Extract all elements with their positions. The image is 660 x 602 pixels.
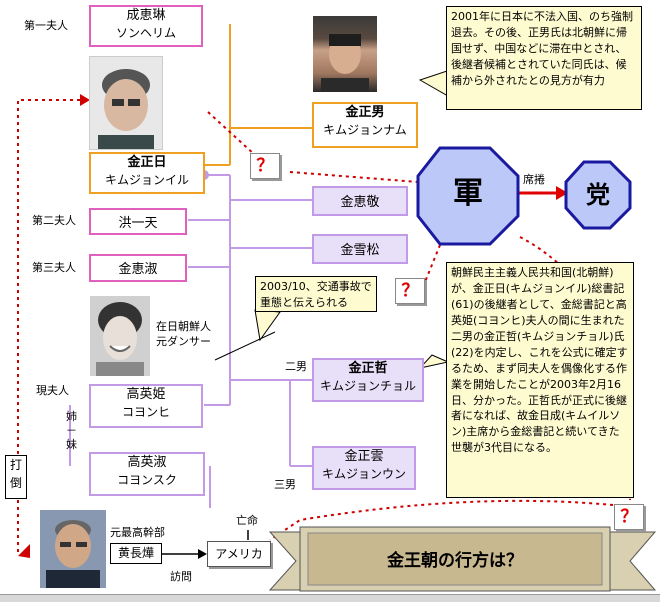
- visit-arrowhead-icon: [198, 549, 207, 559]
- exile-label: 亡命: [236, 514, 258, 527]
- jongchol-note: 朝鮮民主主義人民共和国(北朝鮮)が、金正日(キムジョンイル)総書記(61)の後継…: [446, 262, 634, 498]
- jongnam-box: 金正男 キムジョンナム: [312, 102, 418, 148]
- seize-label: 席捲: [523, 173, 545, 186]
- dotted-arrowhead-icon: [80, 94, 90, 106]
- second-wife-box: 洪一天: [89, 208, 187, 235]
- first-wife-name: 成恵琳: [126, 8, 166, 23]
- jongun-box: 金正雲 キムジョンウン: [312, 446, 416, 490]
- second-son-label: 二男: [285, 360, 307, 373]
- jongil-photo: [89, 56, 163, 150]
- jongil-name: 金正日: [127, 155, 167, 170]
- jongil-kana: キムジョンイル: [104, 172, 189, 187]
- dancer-photo: [90, 296, 150, 376]
- jongun-kana: キムジョンウン: [321, 466, 406, 481]
- jongchol-name: 金正哲: [348, 361, 388, 376]
- accident-note: 2003/10、交通事故で重態と伝えられる: [255, 276, 377, 312]
- lavender-connector: [188, 174, 312, 508]
- jongnam-photo: [313, 16, 377, 92]
- third-wife-label: 第三夫人: [32, 261, 76, 274]
- party-octagon: [564, 160, 632, 230]
- current-wife-label: 現夫人: [36, 384, 69, 397]
- jongil-box: 金正日 キムジョンイル: [89, 152, 205, 194]
- third-wife-box: 金恵淑: [89, 254, 187, 282]
- third-son-label: 三男: [274, 478, 296, 491]
- bottom-strip: [0, 594, 660, 602]
- second-wife-name: 洪一天: [118, 216, 158, 231]
- jongchol-box: 金正哲 キムジョンチョル: [312, 358, 424, 402]
- current-wife-kana: コヨンヒ: [121, 404, 170, 419]
- party-node-label: 党: [586, 181, 610, 209]
- red-arrow-icon: [556, 186, 568, 200]
- second-wife-label: 第二夫人: [32, 214, 76, 227]
- jongnam-kana: キムジョンナム: [323, 122, 407, 137]
- first-wife-box: 成恵琳 ソンヘリム: [89, 5, 203, 47]
- military-node-label: 軍: [453, 176, 483, 211]
- banner-title: 金王朝の行方は？: [387, 551, 523, 571]
- jongun-name: 金正雲: [344, 449, 384, 464]
- hwang-name: 黄長燁: [117, 546, 154, 560]
- question-mark-icon: ？: [250, 153, 280, 179]
- hwang-title: 元最高幹部: [110, 526, 165, 539]
- first-wife-label: 第一夫人: [24, 19, 68, 32]
- jongchol-kana: キムジョンチョル: [319, 378, 416, 393]
- hyegyong-name: 金恵敬: [340, 195, 380, 210]
- jongnam-name: 金正男: [345, 105, 385, 120]
- america-name: アメリカ: [215, 547, 263, 561]
- jongil-portrait-icon: [98, 69, 154, 149]
- question-mark-icon: ？: [614, 504, 644, 530]
- seolsong-box: 金雪松: [312, 234, 408, 264]
- sisters-label: 姉 － 妹: [66, 410, 77, 451]
- current-wife-box: 高英姫 コヨンヒ: [89, 384, 203, 428]
- jongnam-portrait-icon: [321, 34, 369, 92]
- hyegyong-box: 金恵敬: [312, 186, 408, 216]
- hwang-photo: [40, 510, 106, 588]
- jongchol-note-tail: [418, 354, 450, 369]
- jongnam-note: 2001年に日本に不法入国、のち強制退去。その後、正男氏は北朝鮮に帰国せず、中国…: [446, 6, 642, 110]
- military-octagon: [416, 146, 520, 246]
- dancer-pointer: [214, 331, 276, 361]
- sister-kana: コヨンスク: [117, 472, 177, 487]
- visit-label: 訪問: [170, 570, 192, 583]
- hwang-portrait-icon: [46, 520, 100, 588]
- overthrow-arrowhead-icon: [18, 544, 30, 558]
- orange-connector: [205, 24, 312, 166]
- america-box: アメリカ: [207, 541, 271, 567]
- third-wife-name: 金恵淑: [118, 262, 158, 277]
- sister-name: 高英淑: [127, 455, 167, 470]
- dancer-portrait-icon: [96, 302, 144, 376]
- banner-ribbon: [268, 526, 657, 592]
- overthrow-label: 打 倒: [5, 455, 27, 499]
- question-mark-icon: ？: [395, 278, 425, 304]
- hwang-box: 黄長燁: [110, 543, 162, 564]
- seolsong-name: 金雪松: [340, 243, 380, 258]
- dancer-label: 在日朝鮮人 元ダンサー: [156, 320, 211, 348]
- first-wife-kana: ソンヘリム: [115, 25, 176, 40]
- current-wife-name: 高英姫: [126, 387, 166, 402]
- sister-box: 高英淑 コヨンスク: [89, 452, 205, 496]
